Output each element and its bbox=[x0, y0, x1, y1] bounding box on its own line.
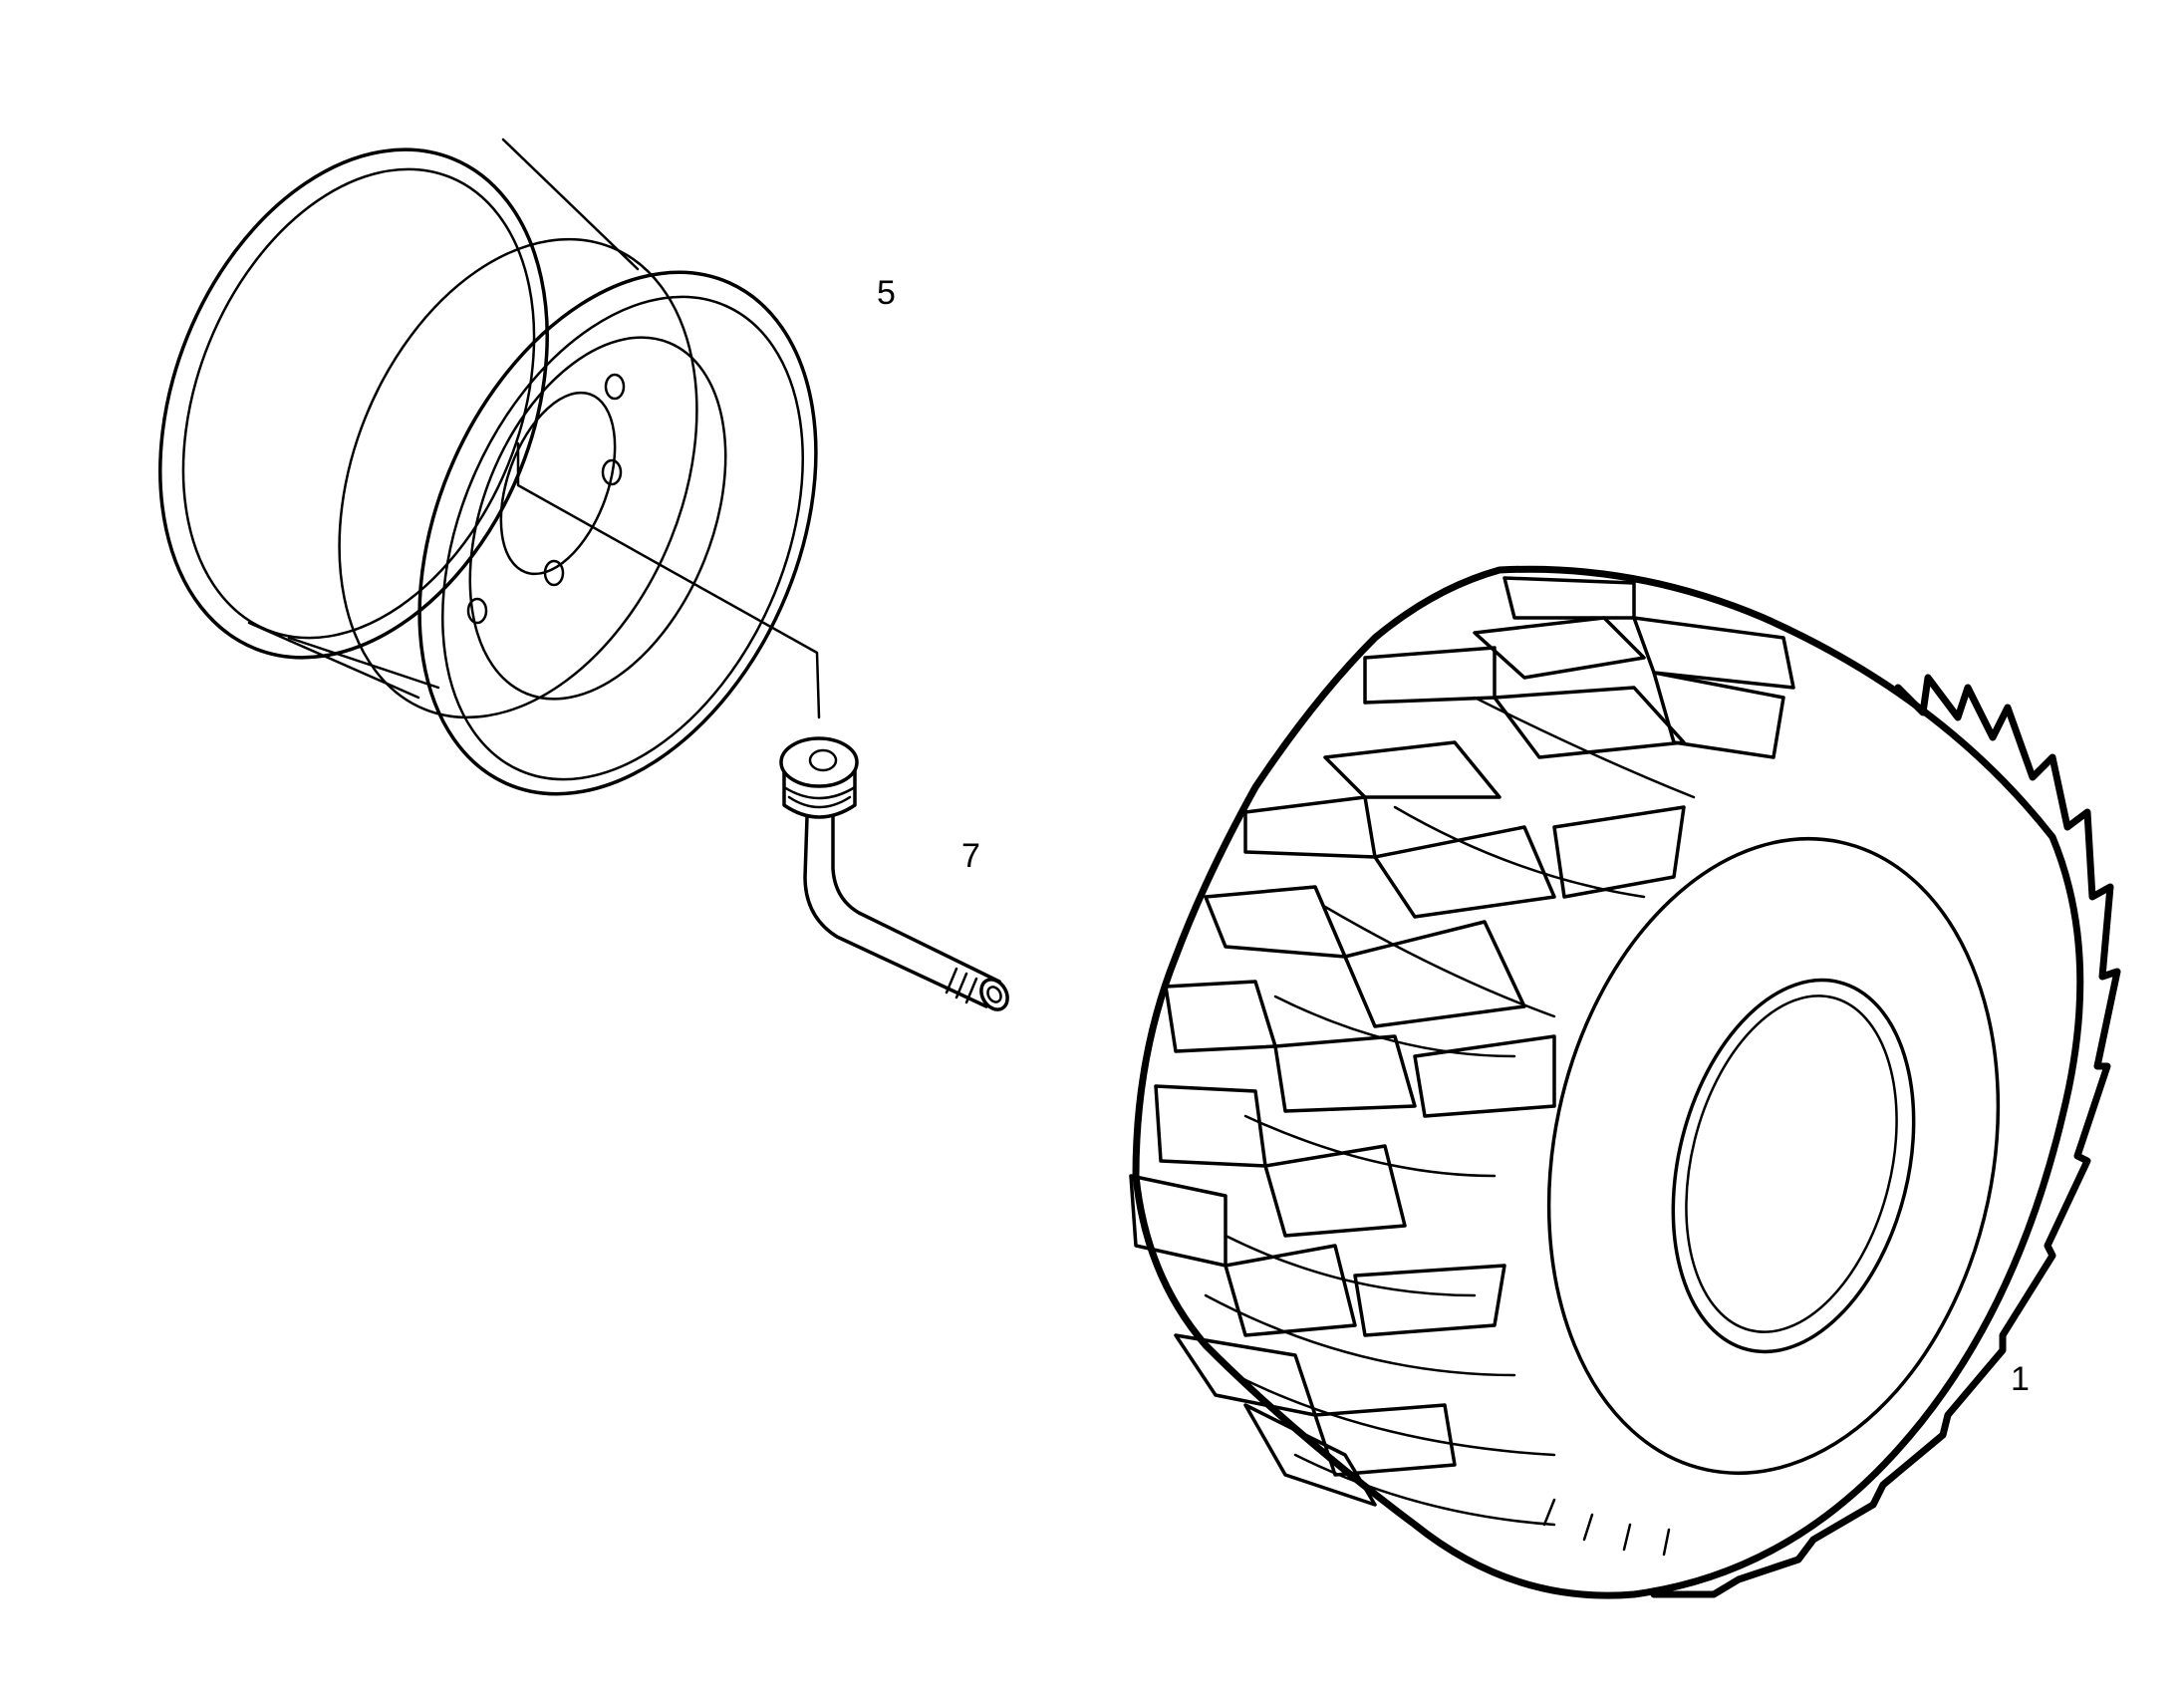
callout-tire-1: 1 bbox=[2011, 1360, 2030, 1398]
wheel-rim-icon bbox=[158, 138, 821, 796]
tire-icon bbox=[1129, 565, 2121, 1599]
callout-valve-7: 7 bbox=[961, 837, 980, 875]
callout-rim-5: 5 bbox=[877, 274, 896, 312]
valve-stem-icon bbox=[779, 736, 1009, 1011]
